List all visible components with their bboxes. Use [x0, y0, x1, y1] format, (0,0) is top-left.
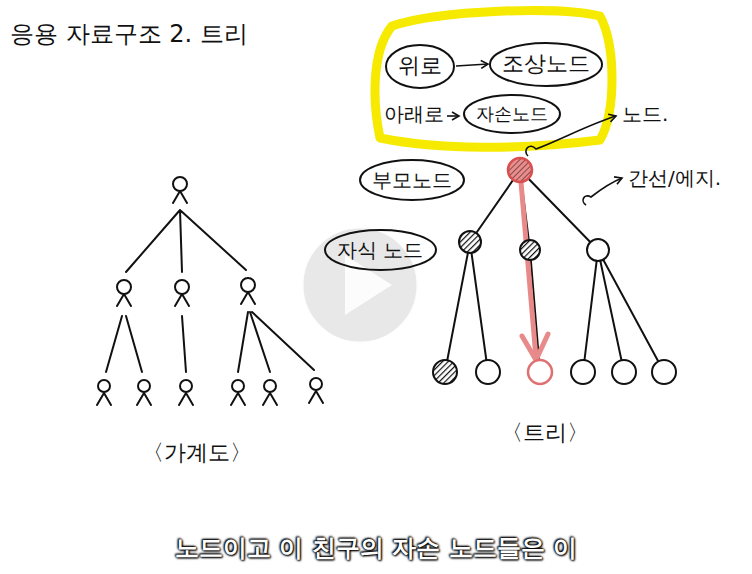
path-arrow	[521, 182, 536, 358]
arrow-connector	[456, 64, 488, 66]
ellipse-border	[360, 160, 464, 200]
leader-arrow	[583, 178, 622, 205]
leader-arrow	[447, 115, 459, 117]
person-head	[241, 278, 255, 292]
tree-leaf	[528, 360, 552, 384]
circled-term: 위로	[384, 43, 456, 90]
person-head	[264, 380, 276, 392]
tree-leaf	[476, 360, 500, 384]
highlight-loop	[375, 11, 612, 148]
tree-root	[508, 158, 532, 182]
tree-node	[459, 231, 481, 253]
person-head	[310, 378, 322, 390]
person-head	[98, 380, 110, 392]
circled-term: 자손노드	[462, 93, 562, 135]
play-triangle	[345, 255, 392, 315]
ellipse-border	[464, 95, 560, 133]
term-text: 자식 노드	[337, 238, 423, 262]
tree-leaf	[433, 360, 457, 384]
note-text: 노드.	[622, 102, 668, 126]
tree-edges	[445, 170, 664, 372]
tree-node	[587, 239, 609, 261]
person-head	[138, 380, 150, 392]
term-text: 조상노드	[502, 51, 590, 77]
circled-term: 자식 노드	[323, 228, 438, 272]
page-title: 응용 자료구조 2. 트리	[10, 20, 248, 49]
family-lines	[106, 210, 314, 372]
circled-term: 부모노드	[358, 158, 466, 202]
tree-leaf	[612, 360, 636, 384]
tree-leaf	[571, 360, 595, 384]
tree-leaf	[652, 360, 676, 384]
path-arrow-head	[522, 334, 548, 360]
person-head	[173, 177, 187, 191]
figure-caption: 〈가계도〉	[142, 440, 252, 466]
person-head	[175, 280, 189, 294]
person-bodies	[97, 191, 323, 405]
person-head	[232, 380, 244, 392]
term-text: 부모노드	[372, 168, 452, 192]
person-head	[117, 280, 131, 294]
ellipse-border	[325, 230, 436, 270]
ellipse-border	[386, 45, 454, 88]
figure-caption: 〈트리〉	[501, 420, 589, 446]
term-text: 위로	[398, 53, 442, 79]
ellipse-border	[490, 43, 602, 86]
note-text: 아래로	[384, 102, 444, 126]
note-text: 간선/에지.	[628, 166, 721, 190]
circled-term: 조상노드	[488, 41, 604, 88]
tree-node	[520, 240, 540, 260]
term-text: 자손노드	[476, 103, 548, 125]
person-head	[180, 380, 192, 392]
subtitle: 노드이고 이 친구의 자손 노드들은 이	[175, 534, 577, 563]
